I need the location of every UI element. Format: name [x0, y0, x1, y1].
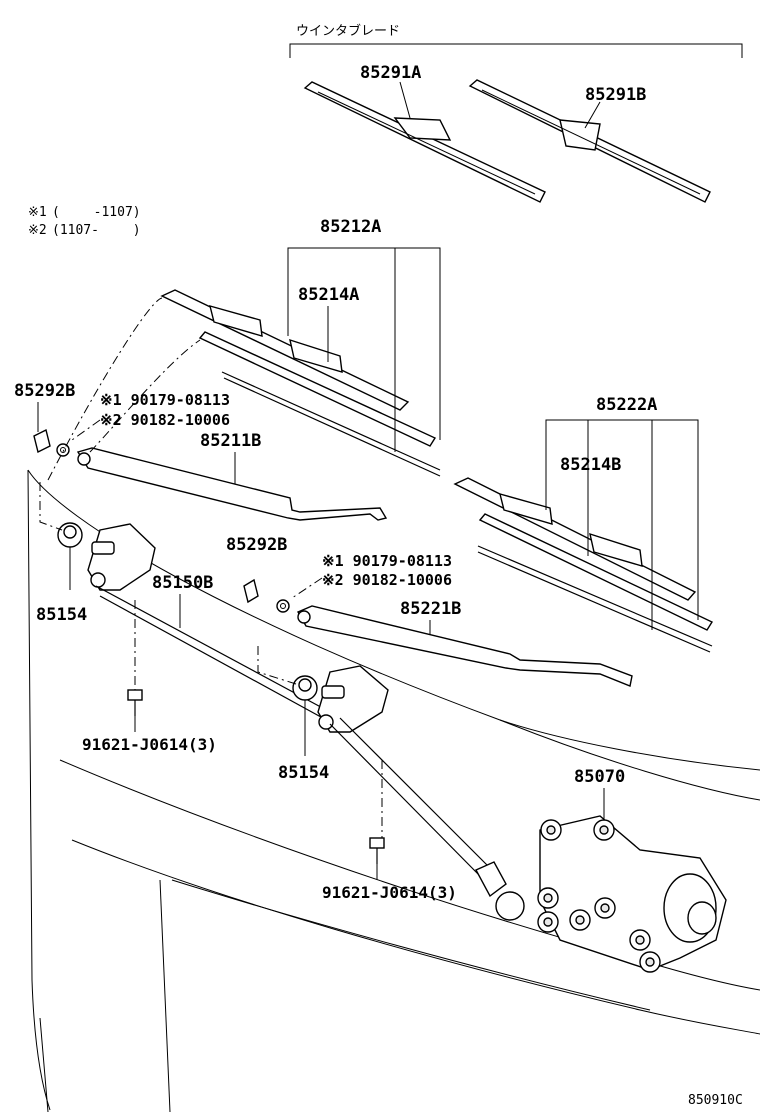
part-85212A: 85212A — [320, 217, 381, 237]
blade-front-b-shape[interactable] — [453, 477, 714, 653]
nut-left-shape[interactable] — [56, 443, 70, 457]
part-85292B-left: 85292B — [14, 381, 75, 401]
part-91621-right: 91621-J0614(3) — [322, 883, 457, 902]
part-91621-left: 91621-J0614(3) — [82, 735, 217, 754]
part-nut-left-1: ※1 90179-08113 — [100, 391, 230, 409]
part-85070: 85070 — [574, 767, 625, 787]
part-85154-right: 85154 — [278, 763, 329, 783]
part-nut-center-2: ※2 90182-10006 — [322, 571, 452, 589]
winter-blade-a-shape[interactable] — [303, 81, 546, 203]
arm-right-shape[interactable] — [297, 605, 633, 687]
part-85214B: 85214B — [560, 455, 621, 475]
note-2-mark: ※2 — [28, 223, 47, 238]
motor-shape[interactable] — [495, 815, 727, 973]
part-85291B: 85291B — [585, 85, 646, 105]
note-1-text: ( -1107) — [52, 205, 141, 220]
pivot-left-shape[interactable] — [57, 522, 83, 590]
part-nut-center-1: ※1 90179-08113 — [322, 552, 452, 570]
vehicle-body-outline — [27, 469, 760, 1112]
arm-left-shape[interactable] — [76, 447, 388, 521]
pivot-right-shape[interactable] — [292, 675, 318, 756]
part-85292B-center: 85292B — [226, 535, 287, 555]
cap-left-shape[interactable] — [33, 428, 51, 454]
part-85214A: 85214A — [298, 285, 359, 305]
part-85211B: 85211B — [200, 431, 261, 451]
part-85222A: 85222A — [596, 395, 657, 415]
part-85291A: 85291A — [360, 63, 421, 83]
cap-center-shape[interactable] — [243, 578, 259, 604]
link-assembly-shape[interactable] — [87, 523, 507, 898]
part-nut-left-2: ※2 90182-10006 — [100, 411, 230, 429]
group-label: ウインタブレード — [296, 23, 400, 39]
part-85150B: 85150B — [152, 573, 213, 593]
winter-blade-group: ウインタブレード — [289, 23, 743, 203]
bolt-right-shape[interactable] — [369, 837, 385, 864]
winter-blade-b-shape[interactable] — [468, 79, 711, 203]
nut-center-shape[interactable] — [276, 599, 290, 613]
part-85154-left: 85154 — [36, 605, 87, 625]
note-1-mark: ※1 — [28, 205, 47, 220]
blade-front-a-shape[interactable] — [160, 289, 441, 477]
note-2-text: (1107- ) — [52, 223, 141, 238]
bolt-left-shape[interactable] — [127, 689, 143, 716]
part-85221B: 85221B — [400, 599, 461, 619]
diagram-code: 850910C — [688, 1093, 743, 1108]
